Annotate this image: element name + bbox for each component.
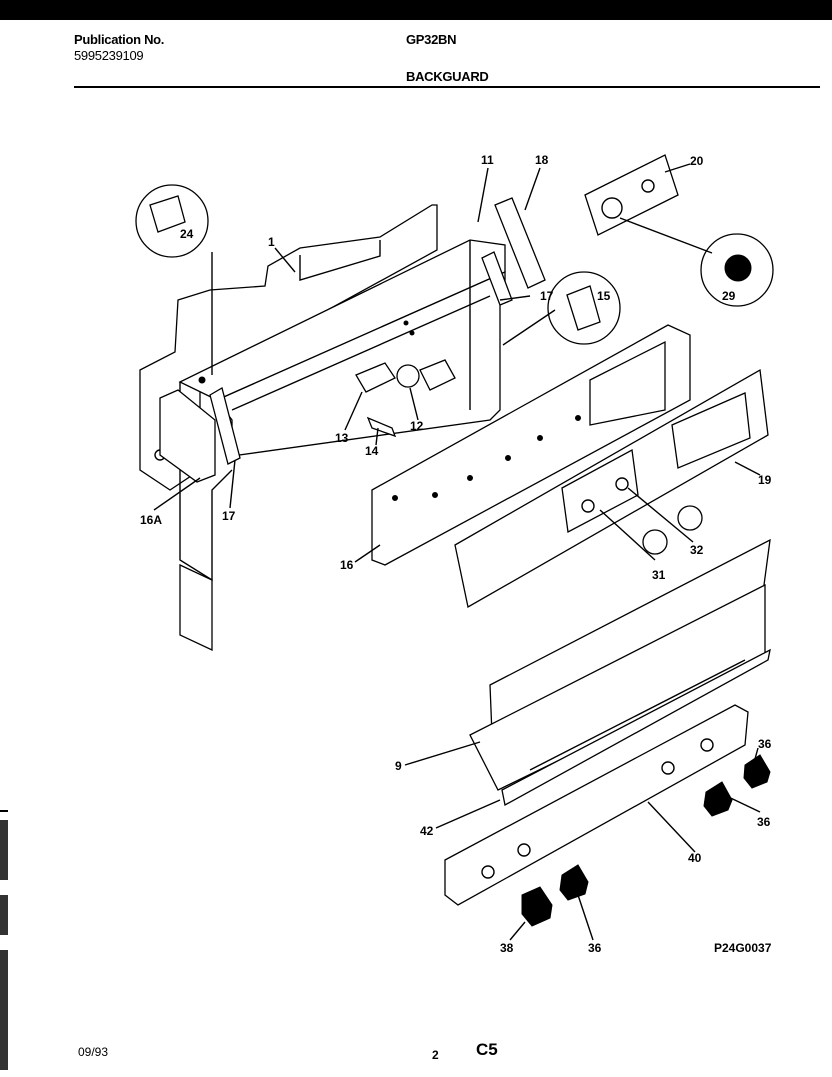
callout-29: 29	[722, 289, 736, 303]
drawing-id: P24G0037	[714, 941, 772, 955]
section-title: BACKGUARD	[406, 69, 489, 84]
detail-circles	[135, 184, 774, 345]
callout-16: 16	[340, 558, 354, 572]
callout-19: 19	[758, 473, 772, 487]
callout-17-left: 17	[222, 509, 236, 523]
publication-number: 5995239109	[74, 48, 144, 63]
footer-page: 2	[432, 1048, 439, 1062]
callout-18: 18	[535, 153, 549, 167]
callout-1: 1	[268, 235, 275, 249]
callout-labels: 1 11 18 20 24 17 15 29 13 12 14 16A 17 1…	[140, 153, 772, 955]
model-number: GP32BN	[406, 32, 457, 47]
callout-24: 24	[180, 227, 194, 241]
callout-16A: 16A	[140, 513, 162, 527]
clock-part	[584, 154, 679, 236]
callout-36-a: 36	[758, 737, 772, 751]
callout-14: 14	[365, 444, 379, 458]
callout-32: 32	[690, 543, 704, 557]
callout-15: 15	[597, 289, 611, 303]
switch-components	[355, 359, 456, 438]
publication-label: Publication No.	[74, 32, 165, 47]
callout-36-c: 36	[588, 941, 602, 955]
top-black-bar	[0, 0, 832, 20]
control-panel-part	[371, 324, 691, 566]
callout-36-b: 36	[757, 815, 771, 829]
footer-date: 09/93	[78, 1045, 109, 1059]
callout-13: 13	[335, 431, 349, 445]
end-cap-brackets	[159, 197, 546, 483]
callout-31: 31	[652, 568, 666, 582]
callout-38: 38	[500, 941, 514, 955]
callout-42: 42	[420, 824, 434, 838]
burner-knobs	[521, 754, 771, 927]
callout-40: 40	[688, 851, 702, 865]
edge-scan-marks	[0, 810, 8, 1070]
frame-part	[178, 239, 506, 652]
callout-17-right: 17	[540, 289, 554, 303]
callout-9: 9	[395, 759, 402, 773]
header-rule	[74, 86, 820, 88]
callout-12: 12	[410, 419, 424, 433]
callout-11: 11	[481, 153, 494, 167]
manifold-panel-part	[444, 648, 771, 906]
footer-code: C5	[476, 1040, 498, 1059]
callout-20: 20	[690, 154, 704, 168]
control-knobs	[642, 505, 703, 555]
overlay-panel-part	[454, 368, 769, 609]
leader-lines	[153, 163, 761, 941]
